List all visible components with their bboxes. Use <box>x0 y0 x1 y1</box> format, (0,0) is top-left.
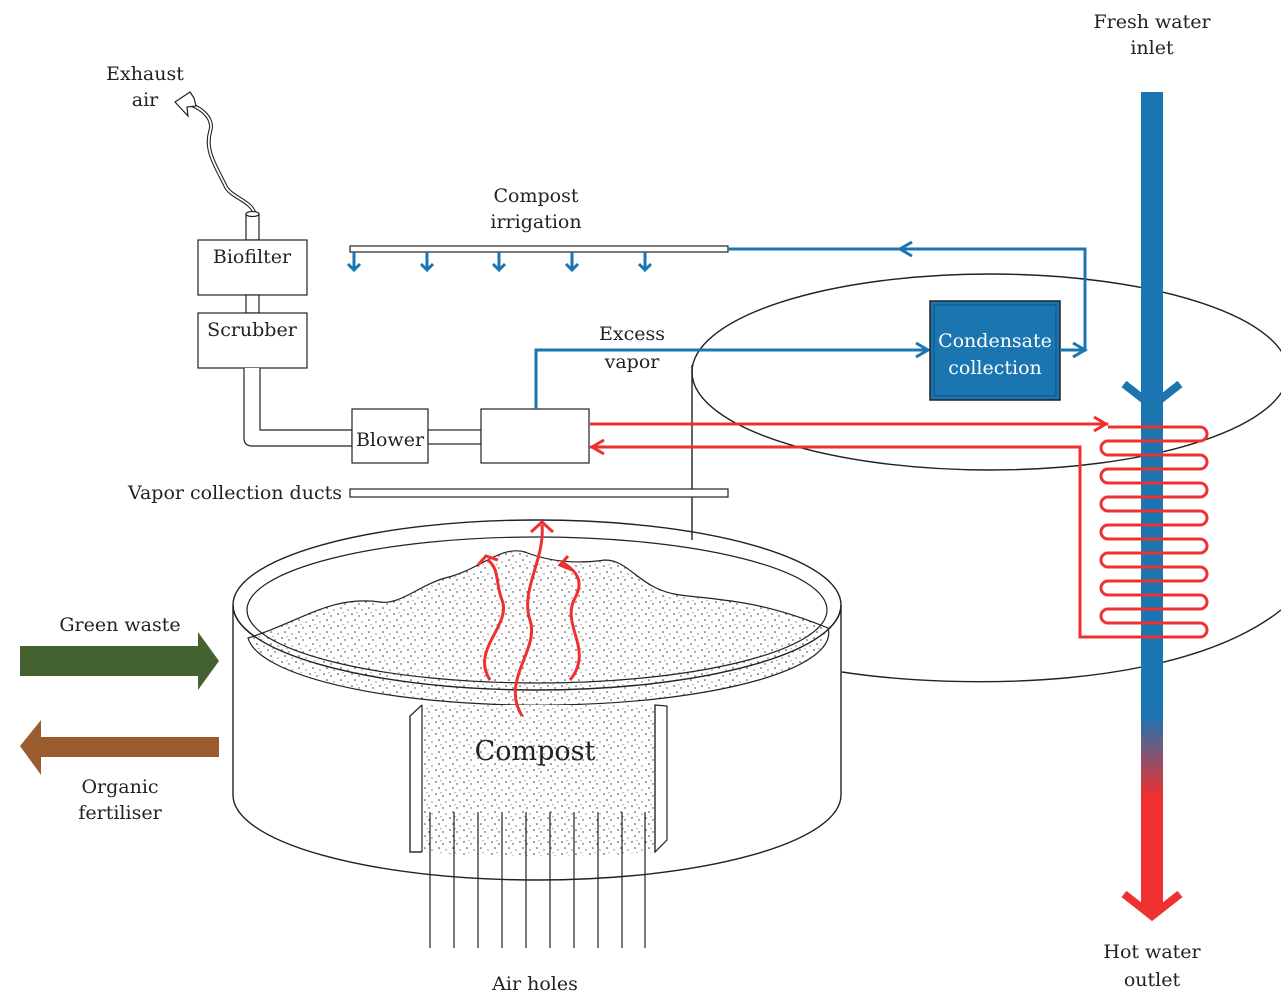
fresh-water-inlet-label-line2: inlet <box>1130 37 1174 59</box>
blower-box <box>351 408 429 464</box>
irrigation-drips <box>346 252 653 273</box>
condensate-label-line2: collection <box>948 357 1042 379</box>
exhaust-air-label-line1: Exhaust <box>106 63 184 85</box>
organic-fertiliser-arrow <box>20 720 219 775</box>
hot-vapor-arrowhead <box>1093 415 1109 433</box>
irrigation-pipe <box>349 245 729 253</box>
green-waste-arrow <box>20 632 219 690</box>
condensate-collection-box <box>929 300 1061 401</box>
hot-water-outlet-label-line2: outlet <box>1124 969 1181 991</box>
blower-hx-pipe <box>427 429 482 445</box>
excess-vapor-label-line2: vapor <box>604 351 661 373</box>
hot-water-outlet-label-line1: Hot water <box>1103 941 1201 963</box>
vapor-collection-ducts-label: Vapor collection ducts <box>127 482 342 504</box>
irrigation-return-arrowhead <box>897 240 913 258</box>
compost-vessel <box>232 519 842 881</box>
scrubber-box <box>197 312 308 369</box>
organic-fertiliser-label-line1: Organic <box>81 776 158 798</box>
green-waste-label: Green waste <box>59 614 180 636</box>
excess-vapor-arrowhead <box>915 341 931 359</box>
heat-exchanger-box <box>480 408 590 464</box>
condensate-return-line <box>728 247 1087 352</box>
exhaust-air-label-line2: air <box>132 89 159 111</box>
water-column <box>1141 92 1163 912</box>
vapor-collection-duct <box>349 488 729 498</box>
condensate-box-inner <box>933 304 1057 397</box>
compost-irrigation-label-line1: Compost <box>494 185 579 207</box>
compost-label: Compost <box>475 736 596 767</box>
scrubber-blower-duct <box>243 368 353 447</box>
air-holes-label: Air holes <box>491 973 578 995</box>
exhaust-pipe <box>245 213 260 241</box>
exhaust-air-arrow <box>174 91 257 216</box>
fresh-water-arrowhead <box>1121 380 1183 412</box>
air-holes <box>429 812 646 948</box>
heat-exchanger-coil <box>590 425 1209 639</box>
blower-label: Blower <box>356 429 425 451</box>
biofilter-label: Biofilter <box>213 246 292 268</box>
exhaust-pipe-top <box>245 210 260 218</box>
excess-vapor-label-line1: Excess <box>599 323 665 345</box>
excess-vapor-line <box>534 348 928 409</box>
return-line-arrowhead <box>589 438 605 456</box>
condensate-label-line1: Condensate <box>938 330 1052 352</box>
fresh-water-inlet-label-line1: Fresh water <box>1093 11 1211 33</box>
organic-fertiliser-label-line2: fertiliser <box>78 802 162 824</box>
scrubber-label: Scrubber <box>207 319 298 341</box>
storage-tank <box>691 273 1281 683</box>
compost-irrigation-label-line2: irrigation <box>490 211 581 233</box>
hot-water-arrowhead <box>1121 890 1183 922</box>
biofilter-scrubber-pipe <box>245 294 260 314</box>
condensate-out-arrowhead <box>1072 341 1088 359</box>
biofilter-box <box>197 239 308 296</box>
heat-waves <box>476 519 581 717</box>
